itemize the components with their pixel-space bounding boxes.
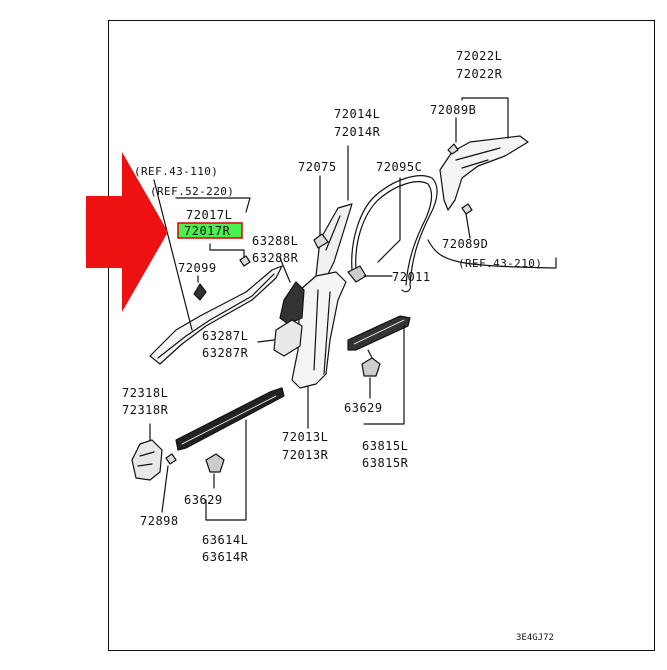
label-63288l: 63288L <box>252 234 298 248</box>
frame-right-border <box>654 20 655 650</box>
part-72011-clip <box>347 265 367 283</box>
part-72099-clip <box>193 283 207 301</box>
label-72017r: 72017R <box>184 224 231 238</box>
leader-72089d <box>465 213 471 239</box>
label-72011: 72011 <box>392 270 431 284</box>
label-72318l: 72318L <box>122 386 168 400</box>
leader-ref-43-210 <box>427 239 557 269</box>
part-72022-quarter-trim <box>439 135 529 211</box>
part-63629-clip-lower <box>205 453 225 473</box>
label-72089d: 72089D <box>442 237 488 251</box>
drawing-code: 3E4GJ72 <box>516 633 554 643</box>
label-63287l: 63287L <box>202 329 248 343</box>
label-63629-upper: 63629 <box>344 401 383 415</box>
part-63287-garnish <box>273 319 303 357</box>
label-63815r: 63815R <box>362 456 409 470</box>
highlight-box <box>177 222 243 239</box>
part-72075-clip <box>313 233 329 249</box>
frame-top-border <box>108 20 655 21</box>
leader-63614 <box>205 419 247 521</box>
label-72022l: 72022L <box>456 49 502 63</box>
label-72089b: 72089B <box>430 103 476 117</box>
label-72095c: 72095C <box>376 160 422 174</box>
label-72017l: 72017L <box>186 208 232 222</box>
right-arrow-icon <box>86 152 168 312</box>
part-72318-kick-panel <box>131 439 163 481</box>
leader-63288 <box>279 257 291 283</box>
label-63614l: 63614L <box>202 533 248 547</box>
frame-left-border <box>108 20 109 650</box>
leader-72095c <box>377 177 401 263</box>
part-63288-garnish <box>279 281 305 325</box>
part-72095c-weatherstrip <box>351 175 438 286</box>
part-63614-scuff-plate <box>175 387 285 451</box>
label-63287r: 63287R <box>202 346 249 360</box>
label-63614r: 63614R <box>202 550 249 564</box>
part-63815-scuff-plate <box>347 315 411 351</box>
leader-72898 <box>161 465 169 513</box>
leader-ref-52-220 <box>175 197 251 213</box>
leader-63287 <box>257 339 275 343</box>
leader-72017 <box>209 243 245 263</box>
part-72017-a-pillar <box>149 265 283 365</box>
part-72089d-clip <box>461 203 473 215</box>
part-63629-clip-upper <box>361 357 381 377</box>
label-63815l: 63815L <box>362 439 408 453</box>
part-72013-pillar-lower <box>291 271 347 389</box>
label-72898: 72898 <box>140 514 179 528</box>
label-72075: 72075 <box>298 160 337 174</box>
label-ref-43-110: (REF.43-110) <box>134 165 218 178</box>
leader-72022 <box>461 97 509 139</box>
label-72013l: 72013L <box>282 430 328 444</box>
leader-63815 <box>363 325 405 425</box>
label-72014r: 72014R <box>334 125 381 139</box>
frame-bottom-border <box>108 650 655 651</box>
label-72318r: 72318R <box>122 403 169 417</box>
label-72013r: 72013R <box>282 448 329 462</box>
label-63288r: 63288R <box>252 251 299 265</box>
label-63629-lower: 63629 <box>184 493 223 507</box>
label-72022r: 72022R <box>456 67 503 81</box>
label-ref-43-210: (REF.43-210) <box>458 257 542 270</box>
leader-ref-43-110 <box>153 179 193 331</box>
part-72898-clip <box>165 453 177 465</box>
label-72014l: 72014L <box>334 107 380 121</box>
label-ref-52-220: (REF.52-220) <box>150 185 234 198</box>
part-72089b-clip <box>447 143 459 155</box>
label-72099: 72099 <box>178 261 217 275</box>
